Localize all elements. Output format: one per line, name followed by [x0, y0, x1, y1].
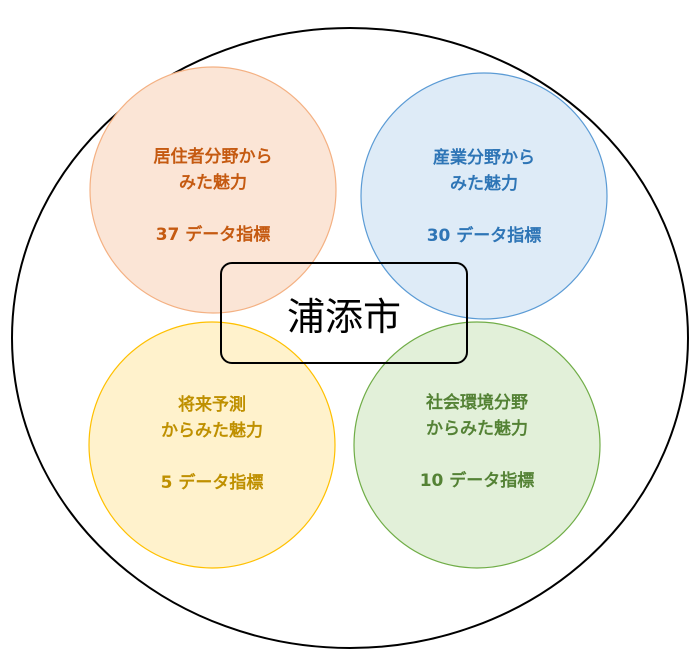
- label-count: 10 データ指標: [419, 471, 535, 491]
- circle-forecast: [88, 321, 336, 569]
- label-line2: からみた魅力: [426, 419, 528, 439]
- label-line1: 産業分野から: [433, 148, 535, 168]
- center-box: 浦添市: [220, 262, 468, 364]
- label-line1: 社会環境分野: [426, 393, 528, 413]
- city-name: 浦添市: [286, 294, 401, 339]
- label-count: 5 データ指標: [160, 473, 264, 493]
- label-industry: 産業分野から みた魅力 30 データ指標: [364, 145, 604, 249]
- outer-ellipse: [11, 27, 689, 649]
- label-count: 30 データ指標: [426, 226, 542, 246]
- label-line2: みた魅力: [450, 174, 518, 194]
- label-line2: からみた魅力: [161, 421, 263, 441]
- circle-residents: [89, 66, 337, 314]
- label-count: 37 データ指標: [155, 225, 271, 245]
- circle-industry: [360, 72, 608, 320]
- label-social: 社会環境分野 からみた魅力 10 データ指標: [357, 390, 597, 494]
- label-residents: 居住者分野から みた魅力 37 データ指標: [93, 144, 333, 248]
- label-line1: 居住者分野から: [153, 147, 273, 167]
- circle-social: [353, 321, 601, 569]
- label-forecast: 将来予測 からみた魅力 5 データ指標: [92, 392, 332, 496]
- label-line1: 将来予測: [178, 395, 246, 415]
- label-line2: みた魅力: [179, 173, 247, 193]
